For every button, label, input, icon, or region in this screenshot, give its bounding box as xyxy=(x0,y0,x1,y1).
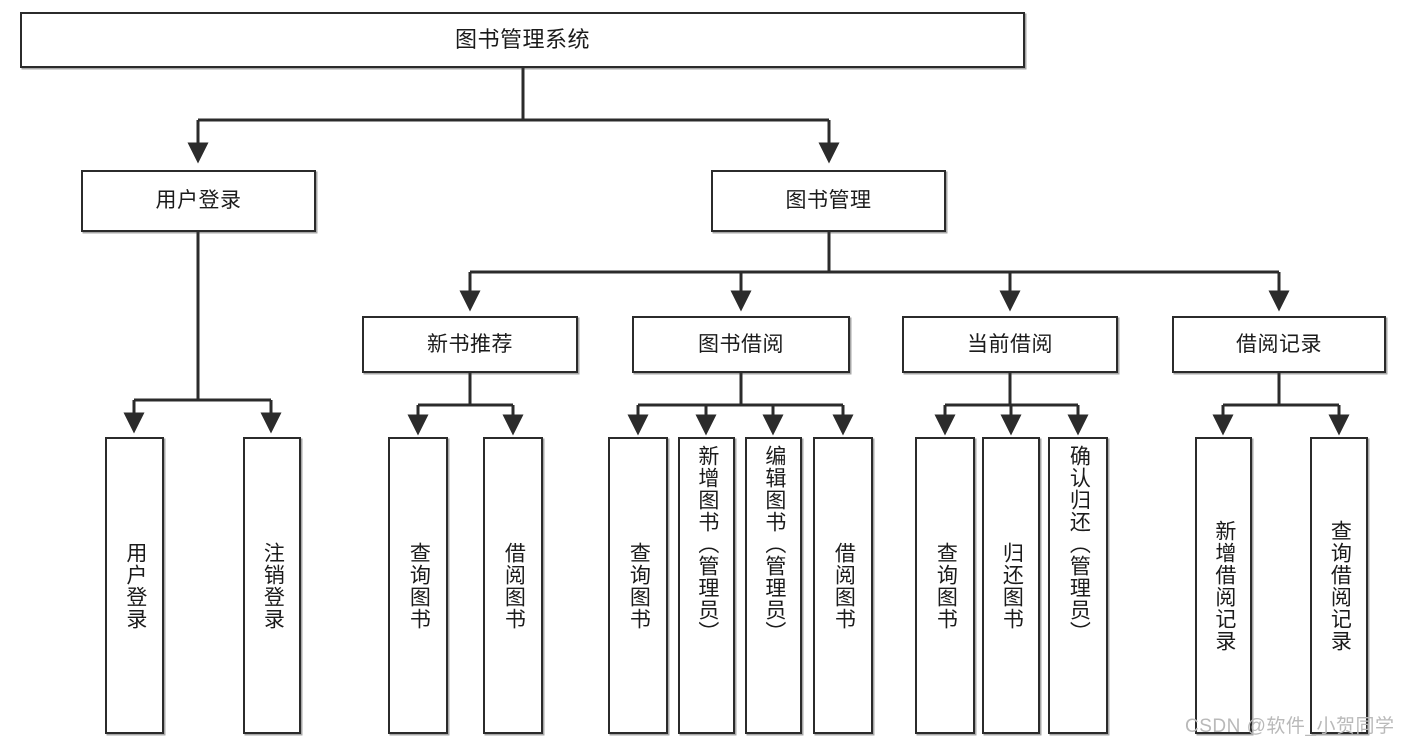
node-current-borrow[interactable]: 当前借阅 xyxy=(902,316,1118,373)
node-user-login[interactable]: 用户登录 xyxy=(81,170,316,232)
node-leaf-borrow-book-1-label: 借阅图书 xyxy=(502,541,526,630)
node-leaf-logout-login[interactable]: 注销登录 xyxy=(243,437,301,734)
node-leaf-query-book-2-label: 查询图书 xyxy=(627,541,651,630)
node-leaf-borrow-book-1[interactable]: 借阅图书 xyxy=(483,437,543,734)
node-new-book-recommend[interactable]: 新书推荐 xyxy=(362,316,578,373)
node-leaf-return-book[interactable]: 归还图书 xyxy=(982,437,1040,734)
node-leaf-user-login[interactable]: 用户登录 xyxy=(105,437,164,734)
node-leaf-query-book-1[interactable]: 查询图书 xyxy=(388,437,448,734)
node-leaf-logout-login-label: 注销登录 xyxy=(261,541,285,630)
node-leaf-edit-book-label: 编辑图书（管理员） xyxy=(762,445,786,643)
node-leaf-query-book-3[interactable]: 查询图书 xyxy=(915,437,975,734)
node-book-manage[interactable]: 图书管理 xyxy=(711,170,946,232)
node-leaf-query-book-3-label: 查询图书 xyxy=(934,541,958,630)
node-leaf-query-record[interactable]: 查询借阅记录 xyxy=(1310,437,1368,734)
node-borrow-record-label: 借阅记录 xyxy=(1236,332,1322,356)
node-leaf-confirm-return-label: 确认归还（管理员） xyxy=(1067,445,1091,643)
node-leaf-confirm-return[interactable]: 确认归还（管理员） xyxy=(1048,437,1108,734)
node-book-manage-label: 图书管理 xyxy=(785,189,872,213)
node-leaf-borrow-book-2-label: 借阅图书 xyxy=(832,541,856,630)
node-borrow-record[interactable]: 借阅记录 xyxy=(1172,316,1386,373)
node-new-book-recommend-label: 新书推荐 xyxy=(427,332,513,356)
node-leaf-add-book[interactable]: 新增图书（管理员） xyxy=(678,437,735,734)
node-book-borrow-label: 图书借阅 xyxy=(698,332,784,356)
node-leaf-add-record[interactable]: 新增借阅记录 xyxy=(1195,437,1252,734)
node-current-borrow-label: 当前借阅 xyxy=(967,332,1053,356)
node-leaf-add-record-label: 新增借阅记录 xyxy=(1212,519,1236,652)
node-leaf-query-record-label: 查询借阅记录 xyxy=(1328,519,1352,652)
node-leaf-return-book-label: 归还图书 xyxy=(1000,541,1024,630)
node-leaf-query-book-1-label: 查询图书 xyxy=(407,541,431,630)
node-user-login-label: 用户登录 xyxy=(155,189,242,213)
node-book-borrow[interactable]: 图书借阅 xyxy=(632,316,850,373)
node-leaf-query-book-2[interactable]: 查询图书 xyxy=(608,437,668,734)
node-leaf-user-login-label: 用户登录 xyxy=(123,541,147,630)
node-leaf-add-book-label: 新增图书（管理员） xyxy=(695,445,719,643)
node-root-label: 图书管理系统 xyxy=(454,26,590,52)
node-root[interactable]: 图书管理系统 xyxy=(20,12,1025,68)
node-leaf-borrow-book-2[interactable]: 借阅图书 xyxy=(813,437,873,734)
node-leaf-edit-book[interactable]: 编辑图书（管理员） xyxy=(745,437,802,734)
